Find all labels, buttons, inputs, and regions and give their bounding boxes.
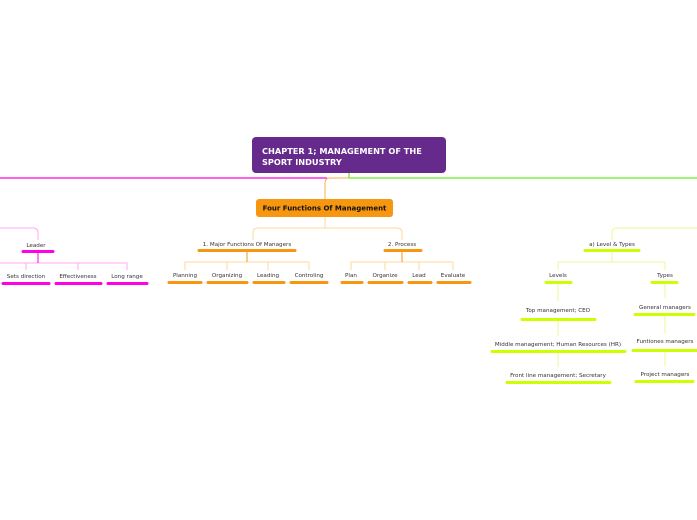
front-line-management-label: Front line management; Secretary xyxy=(510,373,607,379)
four-functions-topic[interactable]: Four Functions Of Management xyxy=(256,199,393,217)
level-types-connector xyxy=(611,227,697,240)
root-topic[interactable]: CHAPTER 1; MANAGEMENT OF THE SPORT INDUS… xyxy=(252,137,446,173)
funtiones-managers-label: Funtiones managers xyxy=(637,339,694,345)
functions-connectors xyxy=(252,217,403,240)
top-management-node[interactable]: Top management; CEO xyxy=(520,308,597,321)
root-title-line2: SPORT INDUSTRY xyxy=(262,157,343,167)
root-title-line1: CHAPTER 1; MANAGEMENT OF THE xyxy=(262,146,422,156)
organize-label: Organize xyxy=(372,273,398,279)
leading-node[interactable]: Leading xyxy=(252,273,286,284)
controling-label: Controling xyxy=(295,273,324,279)
leader-connector xyxy=(0,227,39,240)
level-types-label: a) Level & Types xyxy=(589,242,635,248)
long-range-node[interactable]: Long range xyxy=(106,274,149,285)
leading-label: Leading xyxy=(257,273,280,279)
process-label: 2. Process xyxy=(388,242,416,248)
leader-label: Leader xyxy=(26,243,46,249)
organizing-label: Organizing xyxy=(212,273,243,279)
types-node[interactable]: Types xyxy=(650,273,679,284)
long-range-label: Long range xyxy=(111,274,143,280)
middle-management-label: Middle management; Human Resources (HR) xyxy=(495,342,621,348)
project-managers-node[interactable]: Project managers xyxy=(634,372,695,383)
process-node[interactable]: 2. Process xyxy=(383,242,423,252)
leader-node[interactable]: Leader xyxy=(21,243,55,253)
middle-management-node[interactable]: Middle management; Human Resources (HR) xyxy=(490,342,627,353)
controling-node[interactable]: Controling xyxy=(289,273,329,284)
major-functions-node[interactable]: 1. Major Functions Of Managers xyxy=(197,242,297,252)
top-management-label: Top management; CEO xyxy=(525,308,591,314)
level-types-node[interactable]: a) Level & Types xyxy=(583,242,641,252)
evaluate-node[interactable]: Evaluate xyxy=(436,273,472,284)
funtiones-managers-node[interactable]: Funtiones managers xyxy=(631,339,697,352)
levels-label: Levels xyxy=(549,273,567,279)
evaluate-label: Evaluate xyxy=(441,273,466,279)
level-types-child-connectors xyxy=(557,252,666,270)
effectiveness-node[interactable]: Effectiveness xyxy=(54,274,103,285)
planning-node[interactable]: Planning xyxy=(167,273,203,284)
levels-types-connectors xyxy=(557,284,666,367)
organize-node[interactable]: Organize xyxy=(367,273,404,284)
levels-node[interactable]: Levels xyxy=(544,273,573,284)
branch-line-functions xyxy=(324,177,349,199)
front-line-management-node[interactable]: Front line management; Secretary xyxy=(505,373,612,384)
general-managers-node[interactable]: General managers xyxy=(633,305,696,316)
four-functions-label: Four Functions Of Management xyxy=(263,205,387,213)
planning-label: Planning xyxy=(173,273,198,279)
effectiveness-label: Effectiveness xyxy=(59,274,96,280)
general-managers-label: General managers xyxy=(639,305,691,311)
major-functions-label: 1. Major Functions Of Managers xyxy=(203,242,292,248)
process-connectors xyxy=(350,261,454,270)
sets-direction-node[interactable]: Sets direction xyxy=(1,274,51,285)
organizing-node[interactable]: Organizing xyxy=(206,273,249,284)
lead-node[interactable]: Lead xyxy=(407,273,433,284)
plan-label: Plan xyxy=(345,273,357,279)
project-managers-label: Project managers xyxy=(641,372,690,378)
sets-direction-label: Sets direction xyxy=(7,274,46,280)
plan-node[interactable]: Plan xyxy=(340,273,364,284)
types-label: Types xyxy=(656,273,673,279)
lead-label: Lead xyxy=(412,273,426,279)
leader-child-connectors xyxy=(0,262,128,270)
